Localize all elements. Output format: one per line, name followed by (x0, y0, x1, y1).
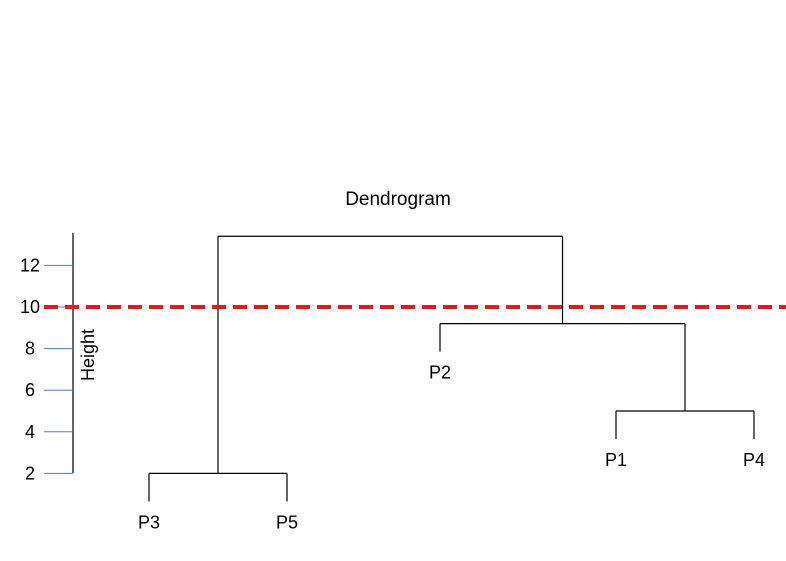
y-tick-label: 10 (20, 297, 40, 317)
leaf-label-p5: P5 (276, 512, 298, 532)
y-tick-label: 8 (25, 339, 35, 359)
y-tick-label: 6 (25, 380, 35, 400)
leaf-label-p4: P4 (743, 450, 765, 470)
y-axis-label: Height (78, 329, 98, 381)
leaf-label-p2: P2 (429, 363, 451, 383)
y-tick-label: 4 (25, 422, 35, 442)
y-tick-label: 2 (25, 463, 35, 483)
y-axis: 2 4 6 8 10 12 (20, 233, 74, 483)
chart-title: Dendrogram (345, 189, 451, 210)
leaf-label-p3: P3 (138, 512, 160, 532)
leaf-label-p1: P1 (605, 450, 627, 470)
dendrogram-tree (148, 235, 755, 502)
y-tick-label: 12 (20, 255, 40, 275)
